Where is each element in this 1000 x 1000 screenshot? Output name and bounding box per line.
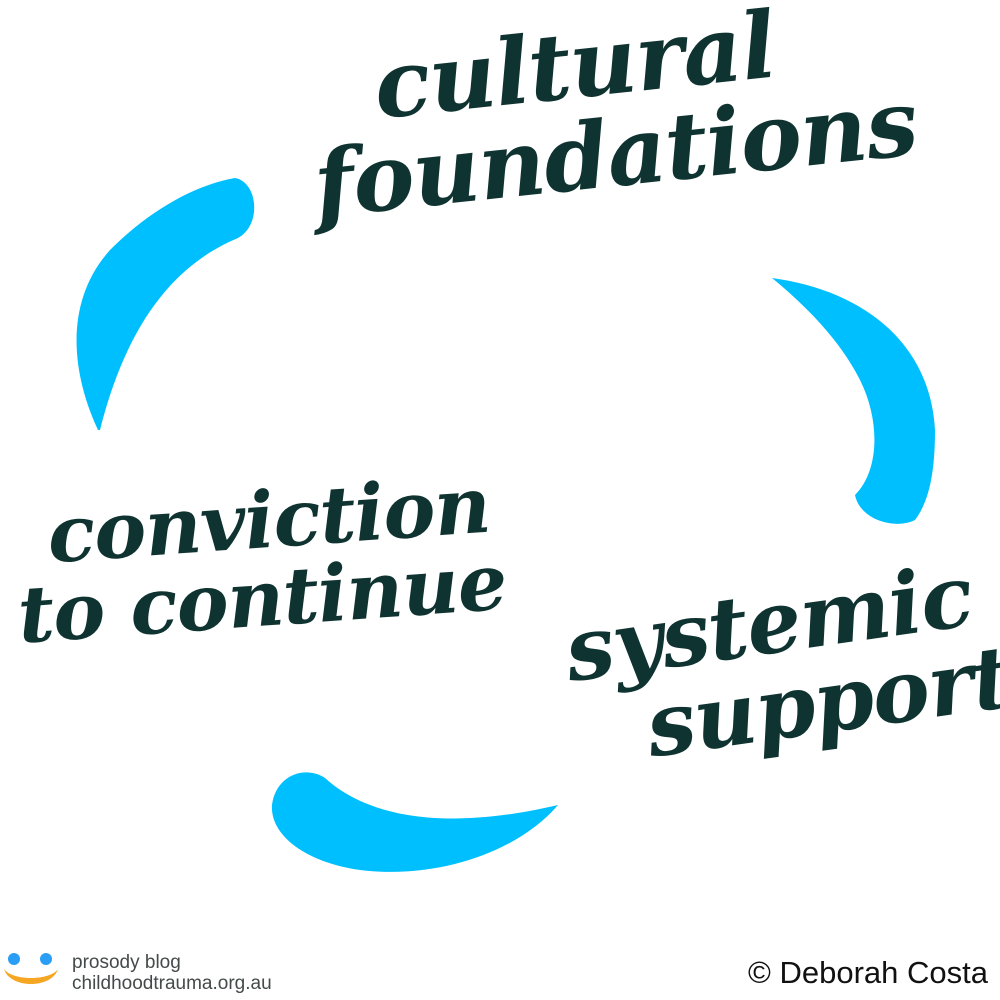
logo-eye-left <box>8 953 20 965</box>
node-conviction-to-continue: conviction to continue <box>10 460 509 662</box>
arc-bottom <box>271 772 558 872</box>
smiley-logo-icon <box>4 953 58 984</box>
arc-right <box>772 278 935 524</box>
footer-brand: prosody blog childhoodtrauma.org.au <box>0 945 320 995</box>
brand-line1: prosody blog <box>72 952 181 973</box>
arc-upper-left <box>76 178 255 430</box>
copyright-notice: © Deborah Costa <box>748 955 988 990</box>
logo-eye-right <box>40 953 52 965</box>
brand-text: prosody blog childhoodtrauma.org.au <box>72 952 272 994</box>
logo-smile <box>4 969 58 984</box>
brand-line2: childhoodtrauma.org.au <box>72 973 272 994</box>
